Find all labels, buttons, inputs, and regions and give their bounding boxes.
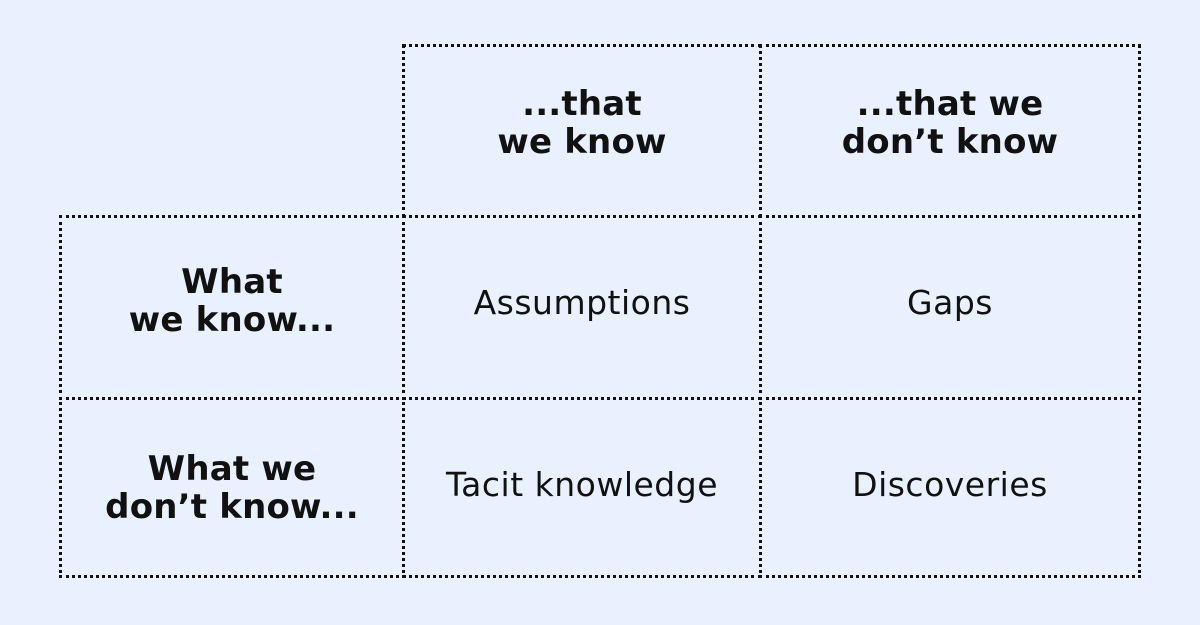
quadrant-tacit-knowledge: Tacit knowledge — [402, 397, 762, 578]
row-header-what-we-dont-know: What we don’t know... — [59, 397, 405, 578]
column-header-line: ...that — [522, 84, 642, 124]
column-header-that-we-dont-know: ...that we don’t know — [759, 44, 1141, 218]
row-header-line: What we — [147, 448, 317, 489]
row-header-line: we know... — [128, 299, 336, 340]
row-header-line: don’t know... — [105, 486, 359, 527]
column-header-label: ...that we know — [497, 85, 666, 161]
row-header-line: What — [181, 261, 283, 302]
column-header-label: ...that we don’t know — [842, 85, 1059, 161]
column-header-line: we know — [497, 122, 667, 162]
quadrant-assumptions: Assumptions — [402, 215, 762, 400]
column-header-line: ...that we — [856, 84, 1044, 124]
quadrant-label: Gaps — [907, 282, 993, 322]
row-header-label: What we know... — [129, 263, 335, 339]
column-header-line: don’t know — [841, 122, 1059, 162]
row-header-label: What we don’t know... — [105, 450, 359, 526]
quadrant-label: Assumptions — [473, 282, 691, 322]
quadrant-discoveries: Discoveries — [759, 397, 1141, 578]
quadrant-label: Discoveries — [852, 464, 1048, 504]
quadrant-label: Tacit knowledge — [445, 464, 719, 504]
row-header-what-we-know: What we know... — [59, 215, 405, 400]
quadrant-gaps: Gaps — [759, 215, 1141, 400]
column-header-that-we-know: ...that we know — [402, 44, 762, 218]
